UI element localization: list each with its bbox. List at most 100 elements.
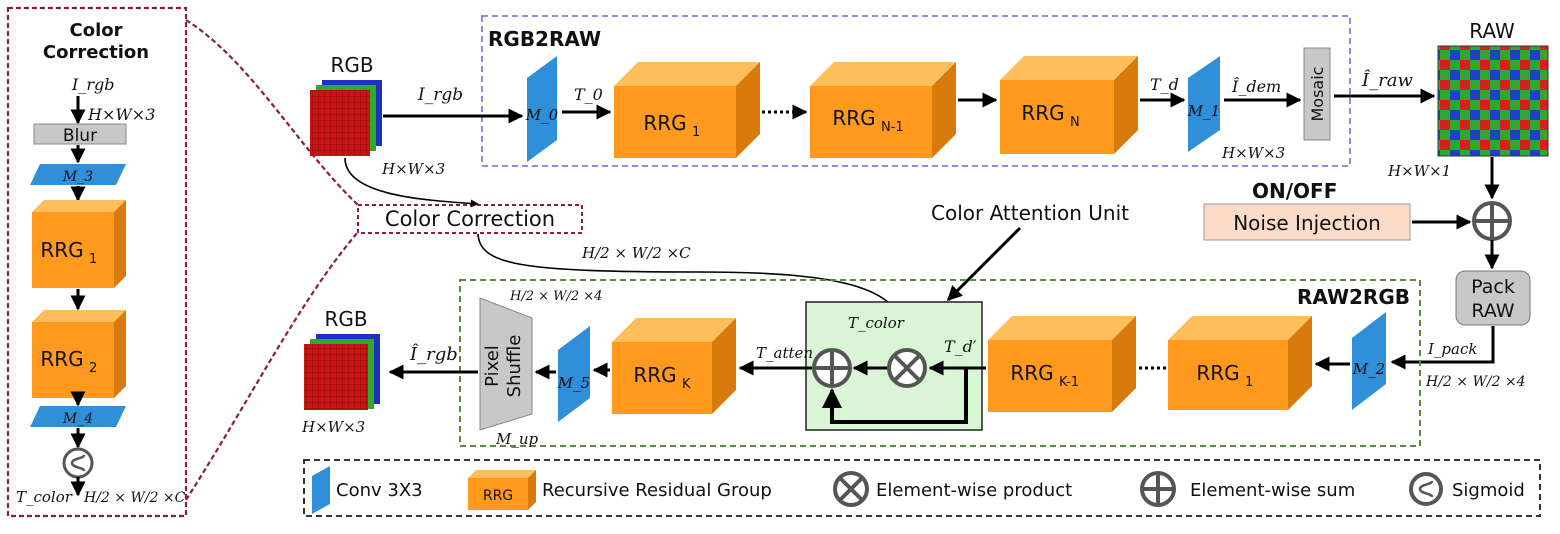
tcolor-label: T_color — [848, 314, 905, 332]
m3-label: M_3 — [62, 169, 93, 185]
arrow-colorcorr-product — [477, 233, 909, 335]
pixel-dims: H/2 × W/2 ×4 — [509, 289, 602, 304]
pixel-label-2: Shuffle — [504, 335, 525, 398]
rrgk1-front — [988, 340, 1112, 412]
m4-conv — [30, 406, 126, 427]
arrow-rgb-colorcorr — [344, 157, 479, 208]
rrgn-side — [1114, 56, 1138, 154]
left-rrg1-sub: 1 — [89, 252, 97, 267]
onoff-label: ON/OFF — [1252, 179, 1337, 203]
m3-conv — [30, 164, 126, 185]
legend-conv-label: Conv 3X3 — [336, 480, 423, 501]
rgb2raw-title: RGB2RAW — [488, 27, 601, 51]
rgb-output-red — [304, 344, 368, 410]
top-rrg1-side — [736, 62, 760, 158]
m1-conv — [1188, 56, 1220, 152]
rgb2raw-border — [481, 15, 1351, 167]
mosaic-label: Mosaic — [1308, 67, 1327, 122]
rrgn1-label: RRG — [832, 106, 875, 130]
bot-rrg1-sub: 1 — [1245, 375, 1253, 390]
top-rrg1-top — [614, 62, 760, 86]
cc-dims: H/2 × W/2 ×C — [581, 244, 691, 262]
idem-label: Î_dem — [1231, 76, 1281, 96]
left-input-label: I_rgb — [71, 75, 114, 94]
left-panel-title-1: Color — [70, 20, 123, 41]
top-rrg1-front — [614, 86, 736, 158]
left-output-label: T_color — [16, 488, 73, 506]
rrgk-label: RRG — [633, 363, 676, 387]
noise-injection-label: Noise Injection — [1233, 211, 1381, 235]
mup-label: M_up — [495, 430, 539, 448]
pack-label-1: Pack — [1471, 276, 1515, 298]
pack-raw-box — [1455, 270, 1531, 326]
legend-sigmoid-icon — [1409, 472, 1443, 506]
legend-sum-label: Element-wise sum — [1190, 480, 1355, 501]
rrgn1-top — [810, 62, 956, 86]
bot-rrg1-top — [1168, 316, 1312, 340]
sigmoid-icon-left — [62, 447, 94, 479]
legend-box — [303, 459, 1541, 517]
left-output-dims: H/2 × W/2 ×C — [83, 490, 186, 506]
m0-label: M_0 — [525, 106, 559, 124]
m2-label: M_2 — [1352, 360, 1385, 378]
rrgn-front — [1000, 80, 1114, 154]
left-rrg2-front — [32, 322, 114, 398]
raw-title: RAW — [1469, 19, 1515, 43]
rgb2raw-input-dims: H×W×3 — [381, 160, 445, 178]
rgb2raw-dims: H×W×3 — [1221, 144, 1285, 162]
blur-label: Blur — [63, 126, 97, 146]
rrgn1-sub: N-1 — [881, 120, 904, 135]
rrgn-sub: N — [1070, 115, 1080, 130]
top-rrg1-sub: 1 — [692, 125, 700, 140]
pack-label-2: RAW — [1471, 300, 1514, 322]
td-label: T_d — [1150, 75, 1179, 94]
left-rrg2-side — [114, 310, 126, 398]
arrow-pack-m2 — [1390, 326, 1495, 370]
rrgk-side — [712, 318, 736, 414]
rrgk-sub: K — [682, 377, 691, 392]
tatten-label: T_atten — [756, 344, 813, 362]
legend-product-x2 — [838, 476, 864, 502]
raw-dims: H×W×1 — [1387, 162, 1451, 180]
left-rrg1-label: RRG — [40, 238, 83, 262]
cau-label: Color Attention Unit — [931, 201, 1129, 225]
rrgn1-front — [810, 86, 932, 158]
bot-rrg1-front — [1168, 340, 1288, 410]
m5-label: M_5 — [557, 374, 590, 392]
bot-rrg1-side — [1288, 316, 1312, 410]
legend-rrg-label: Recursive Residual Group — [542, 480, 772, 501]
rrgk1-top — [988, 316, 1136, 340]
legend-rrg-icon-label: RRG — [483, 488, 513, 504]
pixel-shuffle-block — [479, 297, 533, 431]
left-rrg2-sub: 2 — [89, 361, 97, 376]
m0-conv — [527, 56, 557, 162]
arrow-skip-connection — [822, 368, 968, 424]
ipack-dims: H/2 × W/2 ×4 — [1425, 374, 1526, 390]
m4-label: M_4 — [62, 411, 93, 427]
raw2rgb-border — [459, 279, 1421, 447]
legend-sigmoid-curve — [1418, 480, 1434, 498]
rrgn-label: RRG — [1021, 101, 1064, 125]
zoom-connector-top — [185, 19, 359, 206]
legend-rrg-side — [528, 470, 536, 510]
left-rrg1-top — [32, 200, 126, 212]
blur-block — [33, 123, 127, 145]
ipack-label: I_pack — [1427, 340, 1477, 358]
arrow-cau — [946, 226, 1022, 302]
legend-rrg-icon — [468, 478, 528, 510]
legend-sig-label: Sigmoid — [1452, 480, 1525, 501]
left-rrg2-top — [32, 310, 126, 322]
zoom-connector-bottom — [185, 231, 359, 501]
rrgn-top — [1000, 56, 1138, 80]
noise-injection-box — [1203, 203, 1411, 241]
rrgk1-side — [1112, 316, 1136, 412]
raw-bayer-grid — [1437, 45, 1549, 157]
t0-label: T_0 — [574, 85, 603, 104]
m5-conv — [558, 326, 590, 422]
left-rrg1-side — [114, 200, 126, 288]
left-rrg1-front — [32, 212, 114, 288]
sigmoid-curve-left — [70, 454, 86, 472]
m2-conv — [1352, 312, 1386, 410]
